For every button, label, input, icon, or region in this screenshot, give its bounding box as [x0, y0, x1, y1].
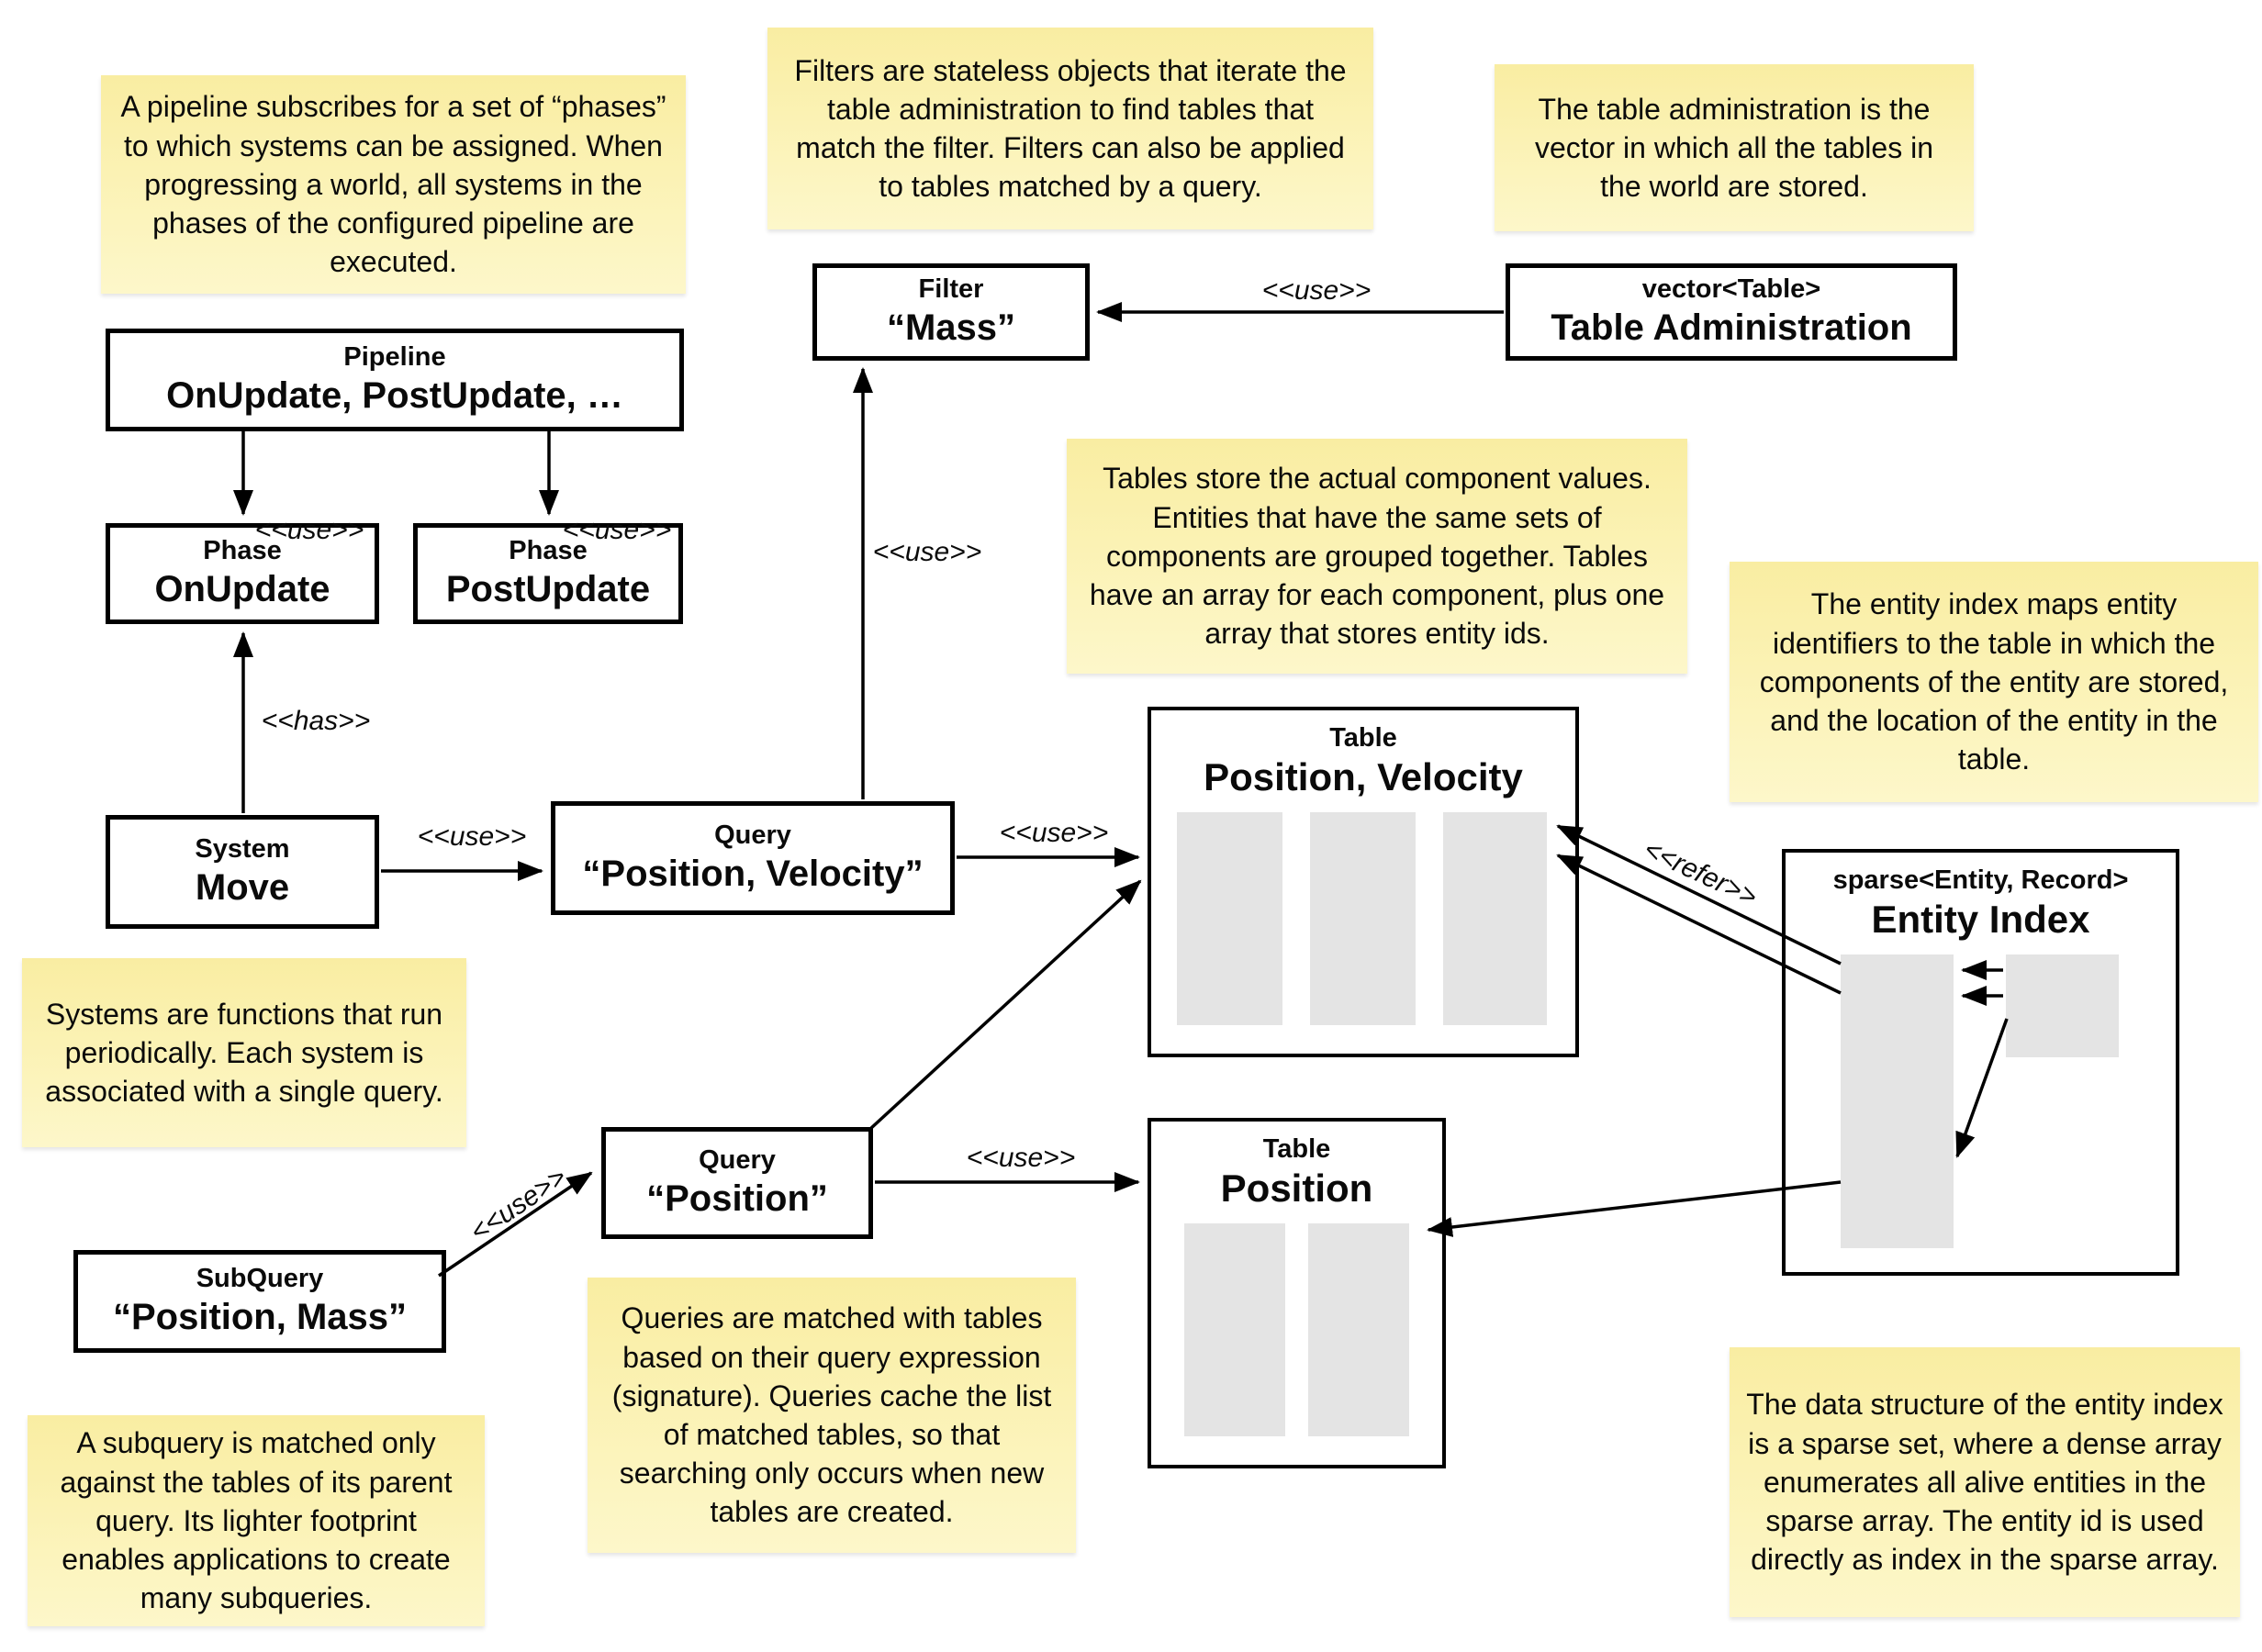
node-phase-onupdate-name: OnUpdate — [154, 568, 330, 609]
node-query-position: Query “Position” — [601, 1127, 873, 1239]
edge-label-use: <<use>> — [966, 1143, 1076, 1173]
node-query-position-velocity-stereotype: Query — [714, 820, 791, 851]
component-array — [1184, 1223, 1285, 1436]
node-table-position-stereotype: Table — [1262, 1134, 1331, 1164]
node-phase-postupdate: Phase PostUpdate — [413, 523, 683, 624]
edge-label-use: <<use>> — [417, 821, 527, 852]
component-array — [1308, 1223, 1409, 1436]
node-query-position-name: “Position” — [646, 1178, 828, 1219]
node-system-move-stereotype: System — [195, 834, 290, 865]
note-subquery: A subquery is matched only against the t… — [28, 1415, 485, 1626]
node-phase-postupdate-stereotype: Phase — [509, 536, 588, 566]
edge-label-refer: <<refer>> — [1639, 833, 1762, 913]
edge-label-has: <<has>> — [261, 706, 371, 736]
node-phase-onupdate: Phase OnUpdate — [106, 523, 379, 624]
node-table-administration: vector<Table> Table Administration — [1506, 263, 1957, 361]
node-pipeline-name: OnUpdate, PostUpdate, … — [166, 374, 623, 416]
edge-label-use: <<use>> — [999, 818, 1109, 848]
note-entity-index: The entity index maps entity identifiers… — [1730, 562, 2258, 802]
arrow-query-pos-use-table-pv — [868, 879, 1142, 1131]
component-array — [1310, 812, 1416, 1025]
edge-label-use: <<use>> — [562, 515, 672, 545]
node-table-administration-name: Table Administration — [1551, 307, 1912, 348]
node-table-position-name: Position — [1220, 1166, 1373, 1210]
node-filter-mass: Filter “Mass” — [812, 263, 1090, 361]
node-filter-mass-stereotype: Filter — [918, 274, 984, 305]
component-array — [1177, 812, 1282, 1025]
edge-label-use: <<use>> — [872, 537, 982, 567]
node-subquery-name: “Position, Mass” — [112, 1296, 408, 1337]
node-entity-index-name: Entity Index — [1871, 898, 2090, 941]
node-table-position-velocity-stereotype: Table — [1329, 723, 1397, 753]
edge-label-use: <<use>> — [1261, 275, 1372, 306]
node-pipeline: Pipeline OnUpdate, PostUpdate, … — [106, 329, 684, 431]
node-filter-mass-name: “Mass” — [886, 307, 1016, 348]
note-filters: Filters are stateless objects that itera… — [767, 28, 1373, 229]
node-pipeline-stereotype: Pipeline — [343, 342, 446, 373]
node-table-position-velocity-name: Position, Velocity — [1204, 755, 1523, 798]
node-query-position-velocity-name: “Position, Velocity” — [582, 853, 924, 894]
edge-label-use: <<use>> — [465, 1161, 573, 1248]
node-subquery-stereotype: SubQuery — [196, 1264, 324, 1294]
note-sparse-set: The data structure of the entity index i… — [1730, 1347, 2240, 1617]
edge-label-use: <<use>> — [254, 515, 364, 545]
component-array — [1443, 812, 1547, 1025]
node-system-move: System Move — [106, 815, 379, 929]
node-subquery: SubQuery “Position, Mass” — [73, 1250, 446, 1353]
dense-array — [2006, 954, 2119, 1057]
note-queries: Queries are matched with tables based on… — [588, 1278, 1076, 1553]
node-query-position-stereotype: Query — [699, 1145, 776, 1176]
node-system-move-name: Move — [195, 866, 290, 908]
sparse-array — [1841, 954, 1954, 1248]
node-table-administration-stereotype: vector<Table> — [1641, 274, 1821, 305]
arrow-entity-index-to-table-position — [1427, 1180, 1842, 1237]
note-systems: Systems are functions that run periodica… — [22, 958, 466, 1147]
node-phase-postupdate-name: PostUpdate — [445, 568, 651, 609]
node-query-position-velocity: Query “Position, Velocity” — [551, 801, 955, 915]
node-phase-onupdate-stereotype: Phase — [203, 536, 282, 566]
note-table-administration: The table administration is the vector i… — [1495, 64, 1974, 231]
node-entity-index-stereotype: sparse<Entity, Record> — [1832, 865, 2129, 895]
note-pipeline: A pipeline subscribes for a set of “phas… — [101, 75, 686, 294]
note-tables: Tables store the actual component values… — [1067, 439, 1687, 674]
